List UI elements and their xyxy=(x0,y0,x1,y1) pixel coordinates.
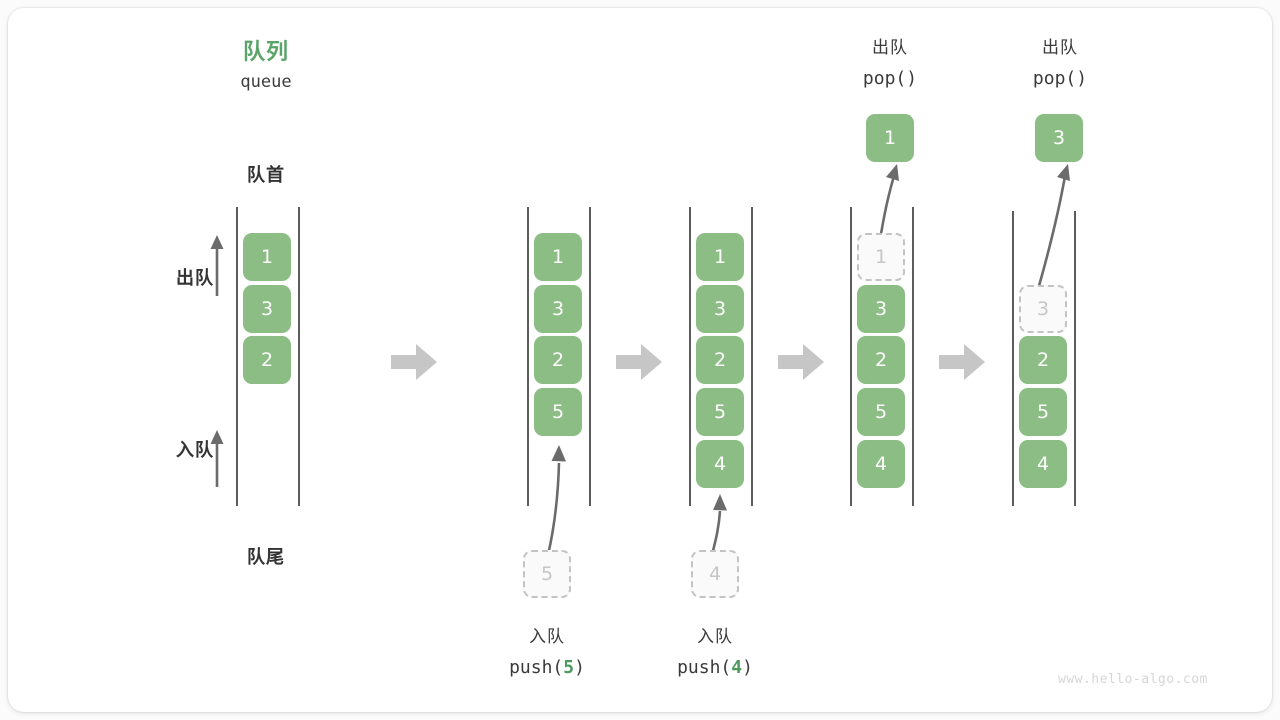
rail-right xyxy=(298,207,300,506)
queue-cell: 1 xyxy=(534,233,582,281)
rail-left xyxy=(689,207,691,506)
push-arrow-icon xyxy=(690,489,746,557)
queue-cell: 2 xyxy=(243,336,291,384)
queue-cell: 1 xyxy=(696,233,744,281)
push-op-label-cn: 入队 xyxy=(697,627,733,647)
pop-arrow-icon xyxy=(850,162,906,236)
transition-arrow-icon xyxy=(778,344,824,380)
queue-cell: 3 xyxy=(534,285,582,333)
watermark: www.hello-algo.com xyxy=(1058,672,1208,687)
queue-cell: 5 xyxy=(857,388,905,436)
queue-title-cn: 队列 xyxy=(242,40,289,65)
rail-left xyxy=(236,207,238,506)
push-arrow-icon xyxy=(520,437,580,557)
queue-cell: 3 xyxy=(857,285,905,333)
pop-op-code: pop() xyxy=(862,68,918,89)
push-op-code-num: 4 xyxy=(731,657,743,678)
transition-arrow-icon xyxy=(391,344,437,380)
push-op-code-prefix: push( xyxy=(509,657,564,678)
queue-cell: 3 xyxy=(696,285,744,333)
queue-cell-new: 5 xyxy=(534,388,582,436)
rail-right xyxy=(589,207,591,506)
transition-arrow-icon xyxy=(616,344,662,380)
queue-cell: 2 xyxy=(1019,336,1067,384)
push-op-code-suffix: ) xyxy=(574,657,585,678)
pop-arrow-icon xyxy=(1015,162,1079,288)
queue-cell: 3 xyxy=(243,285,291,333)
rail-left xyxy=(1012,211,1014,506)
rear-label: 队尾 xyxy=(247,547,285,568)
push-op-label-cn: 入队 xyxy=(529,627,565,647)
popped-ghost-cell: 3 xyxy=(1019,285,1067,333)
queue-cell: 5 xyxy=(1019,388,1067,436)
popped-ghost-cell: 1 xyxy=(857,233,905,281)
popped-cell: 1 xyxy=(866,114,914,162)
popped-cell: 3 xyxy=(1035,114,1083,162)
queue-cell: 2 xyxy=(696,336,744,384)
push-op-code-suffix: ) xyxy=(742,657,753,678)
pop-op-label-cn: 出队 xyxy=(872,38,908,58)
queue-cell: 4 xyxy=(1019,440,1067,488)
rail-right xyxy=(912,207,914,506)
queue-cell: 5 xyxy=(696,388,744,436)
queue-title-en: queue xyxy=(240,72,292,92)
queue-cell: 2 xyxy=(857,336,905,384)
pop-op-label-cn: 出队 xyxy=(1042,38,1078,58)
queue-cell: 4 xyxy=(857,440,905,488)
rail-left xyxy=(850,207,852,506)
dequeue-label: 出队 xyxy=(176,268,214,289)
enqueue-label: 入队 xyxy=(176,440,214,461)
push-op-code: push(5) xyxy=(487,657,607,678)
transition-arrow-icon xyxy=(939,344,985,380)
push-op-code-num: 5 xyxy=(563,657,575,678)
pop-op-code: pop() xyxy=(1032,68,1088,89)
dequeue-up-arrow-icon xyxy=(206,232,228,298)
push-op-code: push(4) xyxy=(655,657,775,678)
queue-cell: 2 xyxy=(534,336,582,384)
enqueue-up-arrow-icon xyxy=(206,427,228,489)
queue-cell: 1 xyxy=(243,233,291,281)
incoming-ghost-cell: 5 xyxy=(523,550,571,598)
rail-left xyxy=(527,207,529,506)
queue-cell-new: 4 xyxy=(696,440,744,488)
rail-right xyxy=(1074,211,1076,506)
front-label: 队首 xyxy=(247,165,285,186)
rail-right xyxy=(751,207,753,506)
incoming-ghost-cell: 4 xyxy=(691,550,739,598)
push-op-code-prefix: push( xyxy=(677,657,732,678)
